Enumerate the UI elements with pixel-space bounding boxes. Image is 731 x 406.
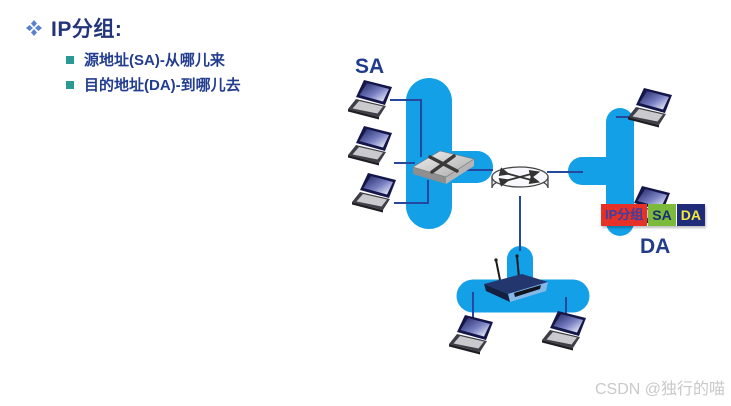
square-bullet-icon bbox=[66, 80, 74, 89]
wireless-router-icon bbox=[484, 254, 548, 302]
square-bullet-icon bbox=[66, 55, 74, 64]
link-line-pc3-switch bbox=[394, 180, 429, 204]
laptop-icon bbox=[348, 126, 392, 166]
bullet-item: 源地址(SA)-从哪儿来 bbox=[66, 49, 225, 70]
bullet-text-dest-address: 目的地址(DA)-到哪儿去 bbox=[84, 77, 241, 94]
laptop-icon bbox=[348, 80, 392, 120]
link-line-pc1-switch bbox=[390, 99, 422, 157]
bullet-item: 目的地址(DA)-到哪儿去 bbox=[66, 74, 241, 95]
diamond-bullet-icon bbox=[26, 20, 42, 36]
packet-da-field: DA bbox=[676, 204, 705, 226]
bullet-text-source-address: 源地址(SA)-从哪儿来 bbox=[84, 52, 225, 69]
page-title: IP分组: bbox=[51, 18, 123, 41]
laptop-icon bbox=[542, 311, 586, 351]
switch-icon bbox=[412, 150, 475, 184]
laptop-icon bbox=[352, 173, 396, 213]
laptop-icon bbox=[628, 88, 672, 128]
packet-sa-field: SA bbox=[648, 204, 676, 226]
watermark: CSDN @独行的喵 bbox=[594, 381, 725, 398]
packet-header-field: IP分组 bbox=[601, 204, 648, 226]
title-row: IP分组: bbox=[26, 13, 122, 43]
laptop-icon bbox=[449, 315, 493, 355]
da-label: DA bbox=[640, 235, 671, 258]
sa-label: SA bbox=[355, 55, 385, 78]
router-icon bbox=[491, 166, 549, 189]
ip-packet-label: IP分组 SA DA bbox=[601, 204, 705, 226]
